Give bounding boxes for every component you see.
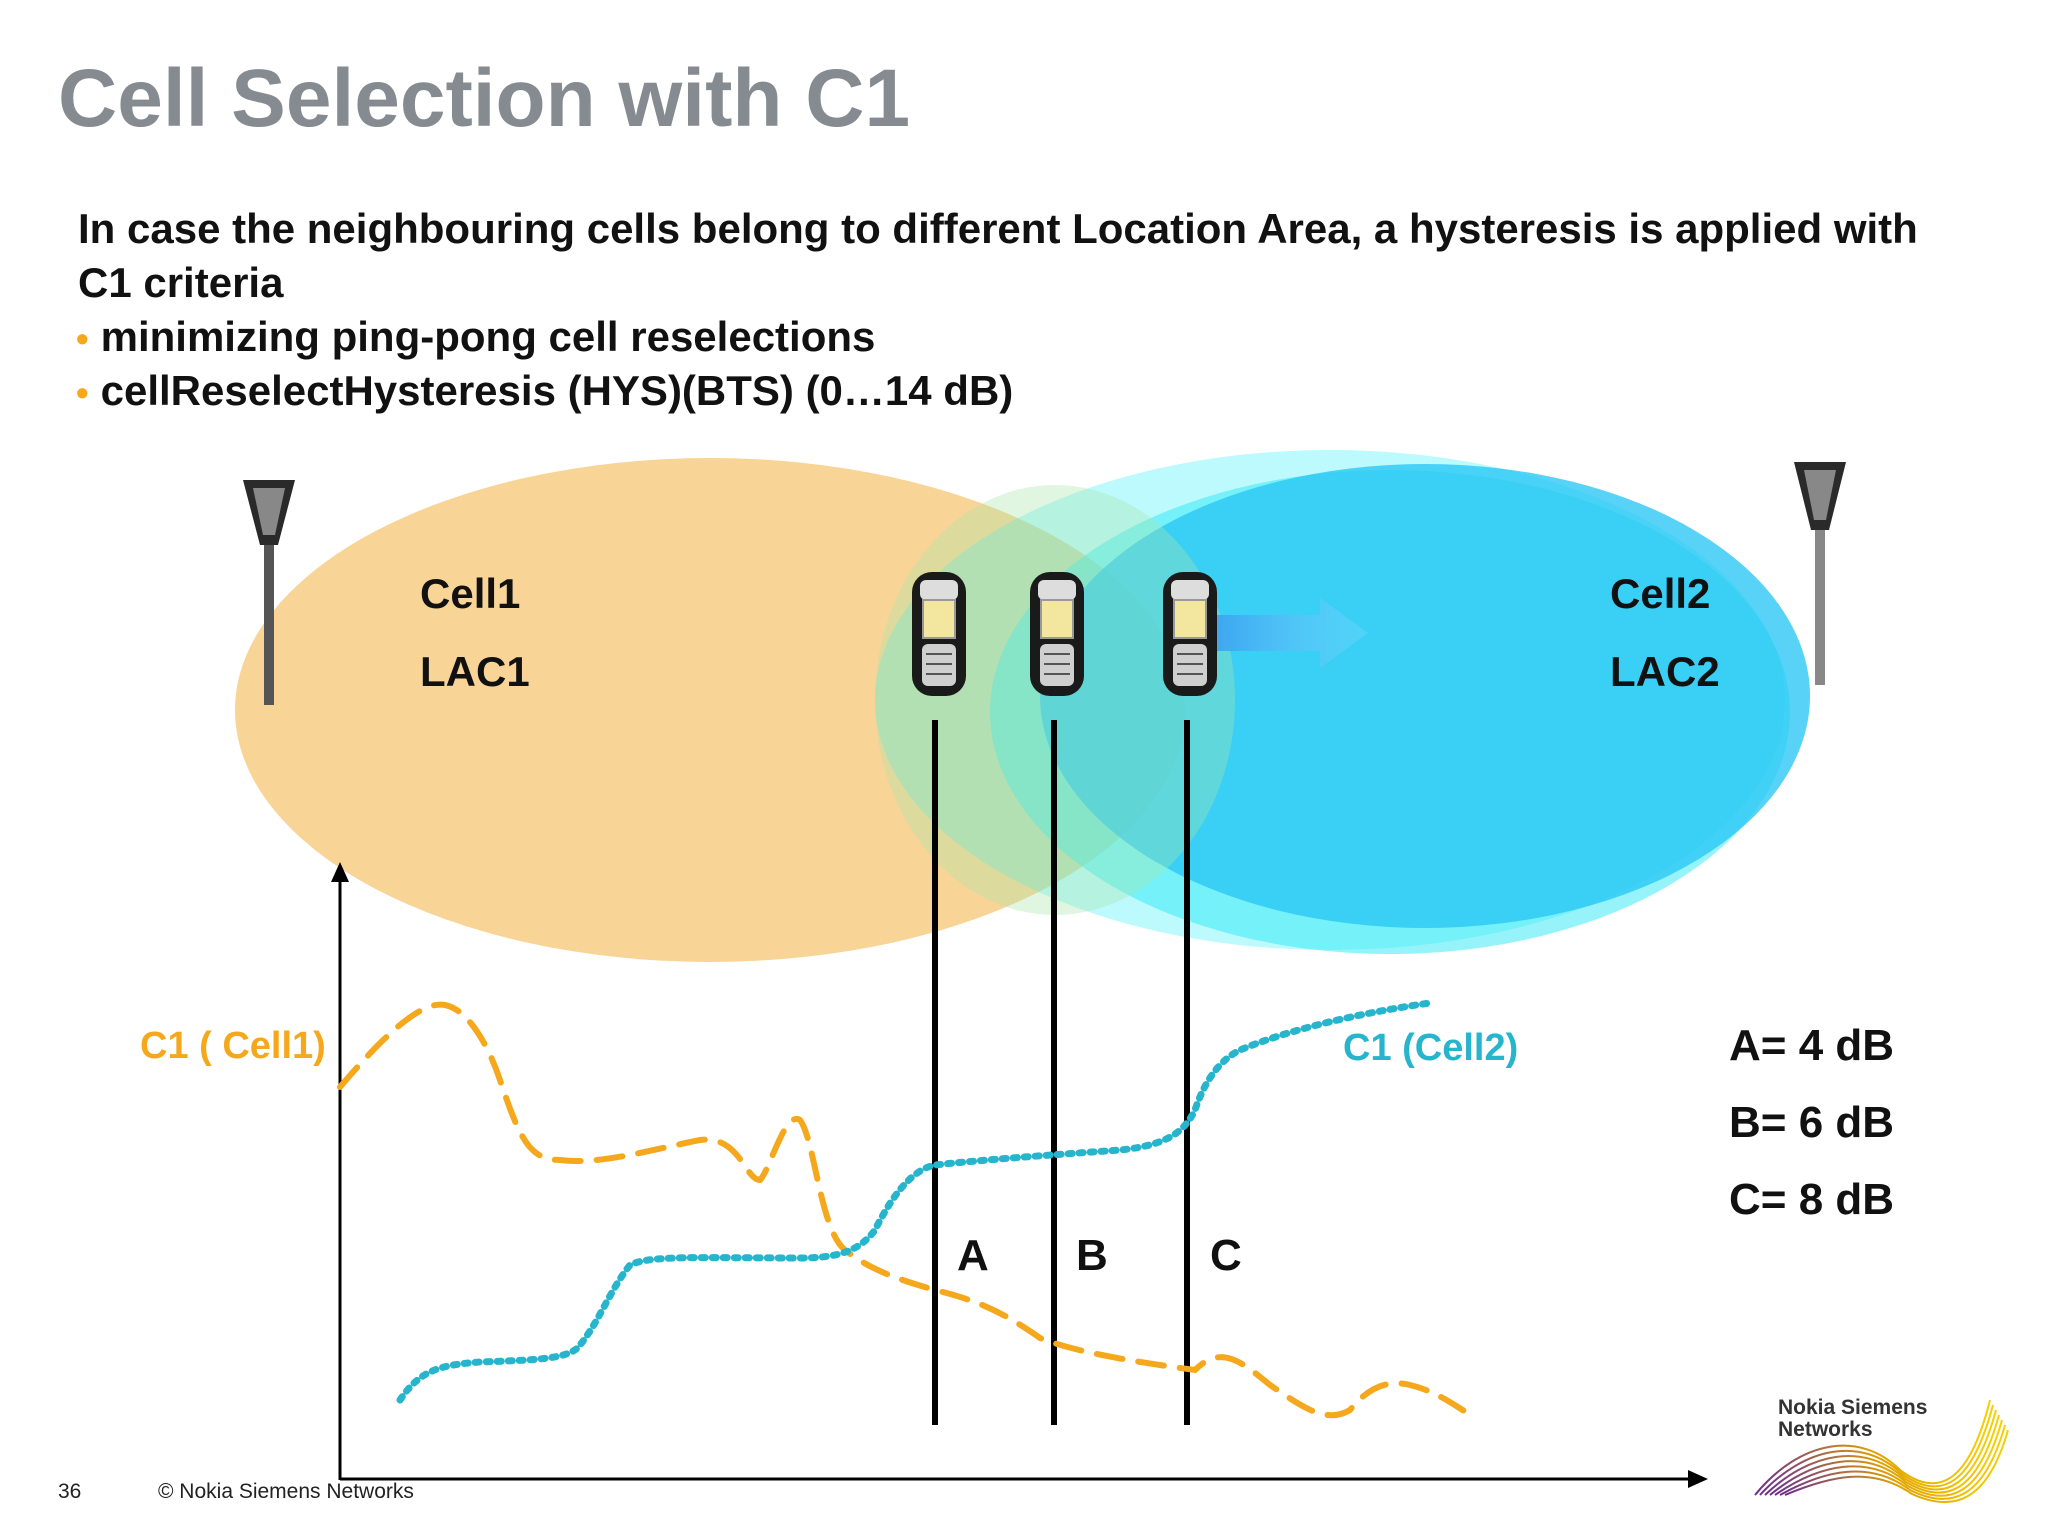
logo-line1: Nokia Siemens	[1778, 1396, 1928, 1419]
legend-c: C= 8 dB	[1729, 1175, 1894, 1224]
nsn-logo-icon	[1754, 1399, 2009, 1504]
antenna-icon	[1794, 462, 1846, 685]
marker-label-c: C	[1210, 1231, 1242, 1280]
legend-b: B= 6 dB	[1729, 1098, 1894, 1147]
mobile-phone-icon	[912, 572, 966, 696]
bullet-dot-icon: •	[76, 372, 89, 413]
legend-a: A= 4 dB	[1729, 1021, 1894, 1070]
page-number: 36	[58, 1480, 82, 1503]
marker-label-a: A	[957, 1231, 989, 1280]
y-axis-arrowhead	[331, 862, 349, 882]
c1-cell1-curve	[337, 1001, 1478, 1420]
bullet-item: • cellReselectHysteresis (HYS)(BTS) (0…14…	[76, 364, 1013, 420]
intro-text: In case the neighbouring cells belong to…	[78, 205, 1918, 306]
mobile-phone-icon	[1030, 572, 1084, 696]
cell2-name: Cell2	[1610, 570, 1710, 617]
bullet-item: • minimizing ping-pong cell reselections	[76, 310, 875, 366]
cell2-lac: LAC2	[1610, 648, 1720, 695]
cell2-coverage	[1040, 464, 1810, 928]
copyright-text: © Nokia Siemens Networks	[158, 1480, 414, 1503]
cell1-name: Cell1	[420, 570, 520, 617]
slide-title: Cell Selection with C1	[58, 53, 911, 144]
logo-line2: Networks	[1778, 1418, 1873, 1441]
c1-cell2-label: C1 (Cell2)	[1343, 1027, 1518, 1069]
mobile-phone-icon	[1163, 572, 1217, 696]
nsn-logo-text: Nokia Siemens Networks	[1778, 1397, 1927, 1441]
x-axis-arrowhead	[1688, 1470, 1708, 1488]
arrow-right-icon	[1215, 598, 1368, 668]
bullet-dot-icon: •	[76, 318, 89, 359]
cell1-lac: LAC1	[420, 648, 530, 695]
bullet-text: cellReselectHysteresis (HYS)(BTS) (0…14 …	[100, 367, 1014, 414]
antenna-icon	[243, 480, 295, 705]
c1-cell2-curve	[396, 999, 1434, 1404]
c1-cell1-label: C1 ( Cell1)	[140, 1025, 326, 1067]
bullet-text: minimizing ping-pong cell reselections	[100, 313, 876, 360]
marker-label-b: B	[1076, 1231, 1108, 1280]
